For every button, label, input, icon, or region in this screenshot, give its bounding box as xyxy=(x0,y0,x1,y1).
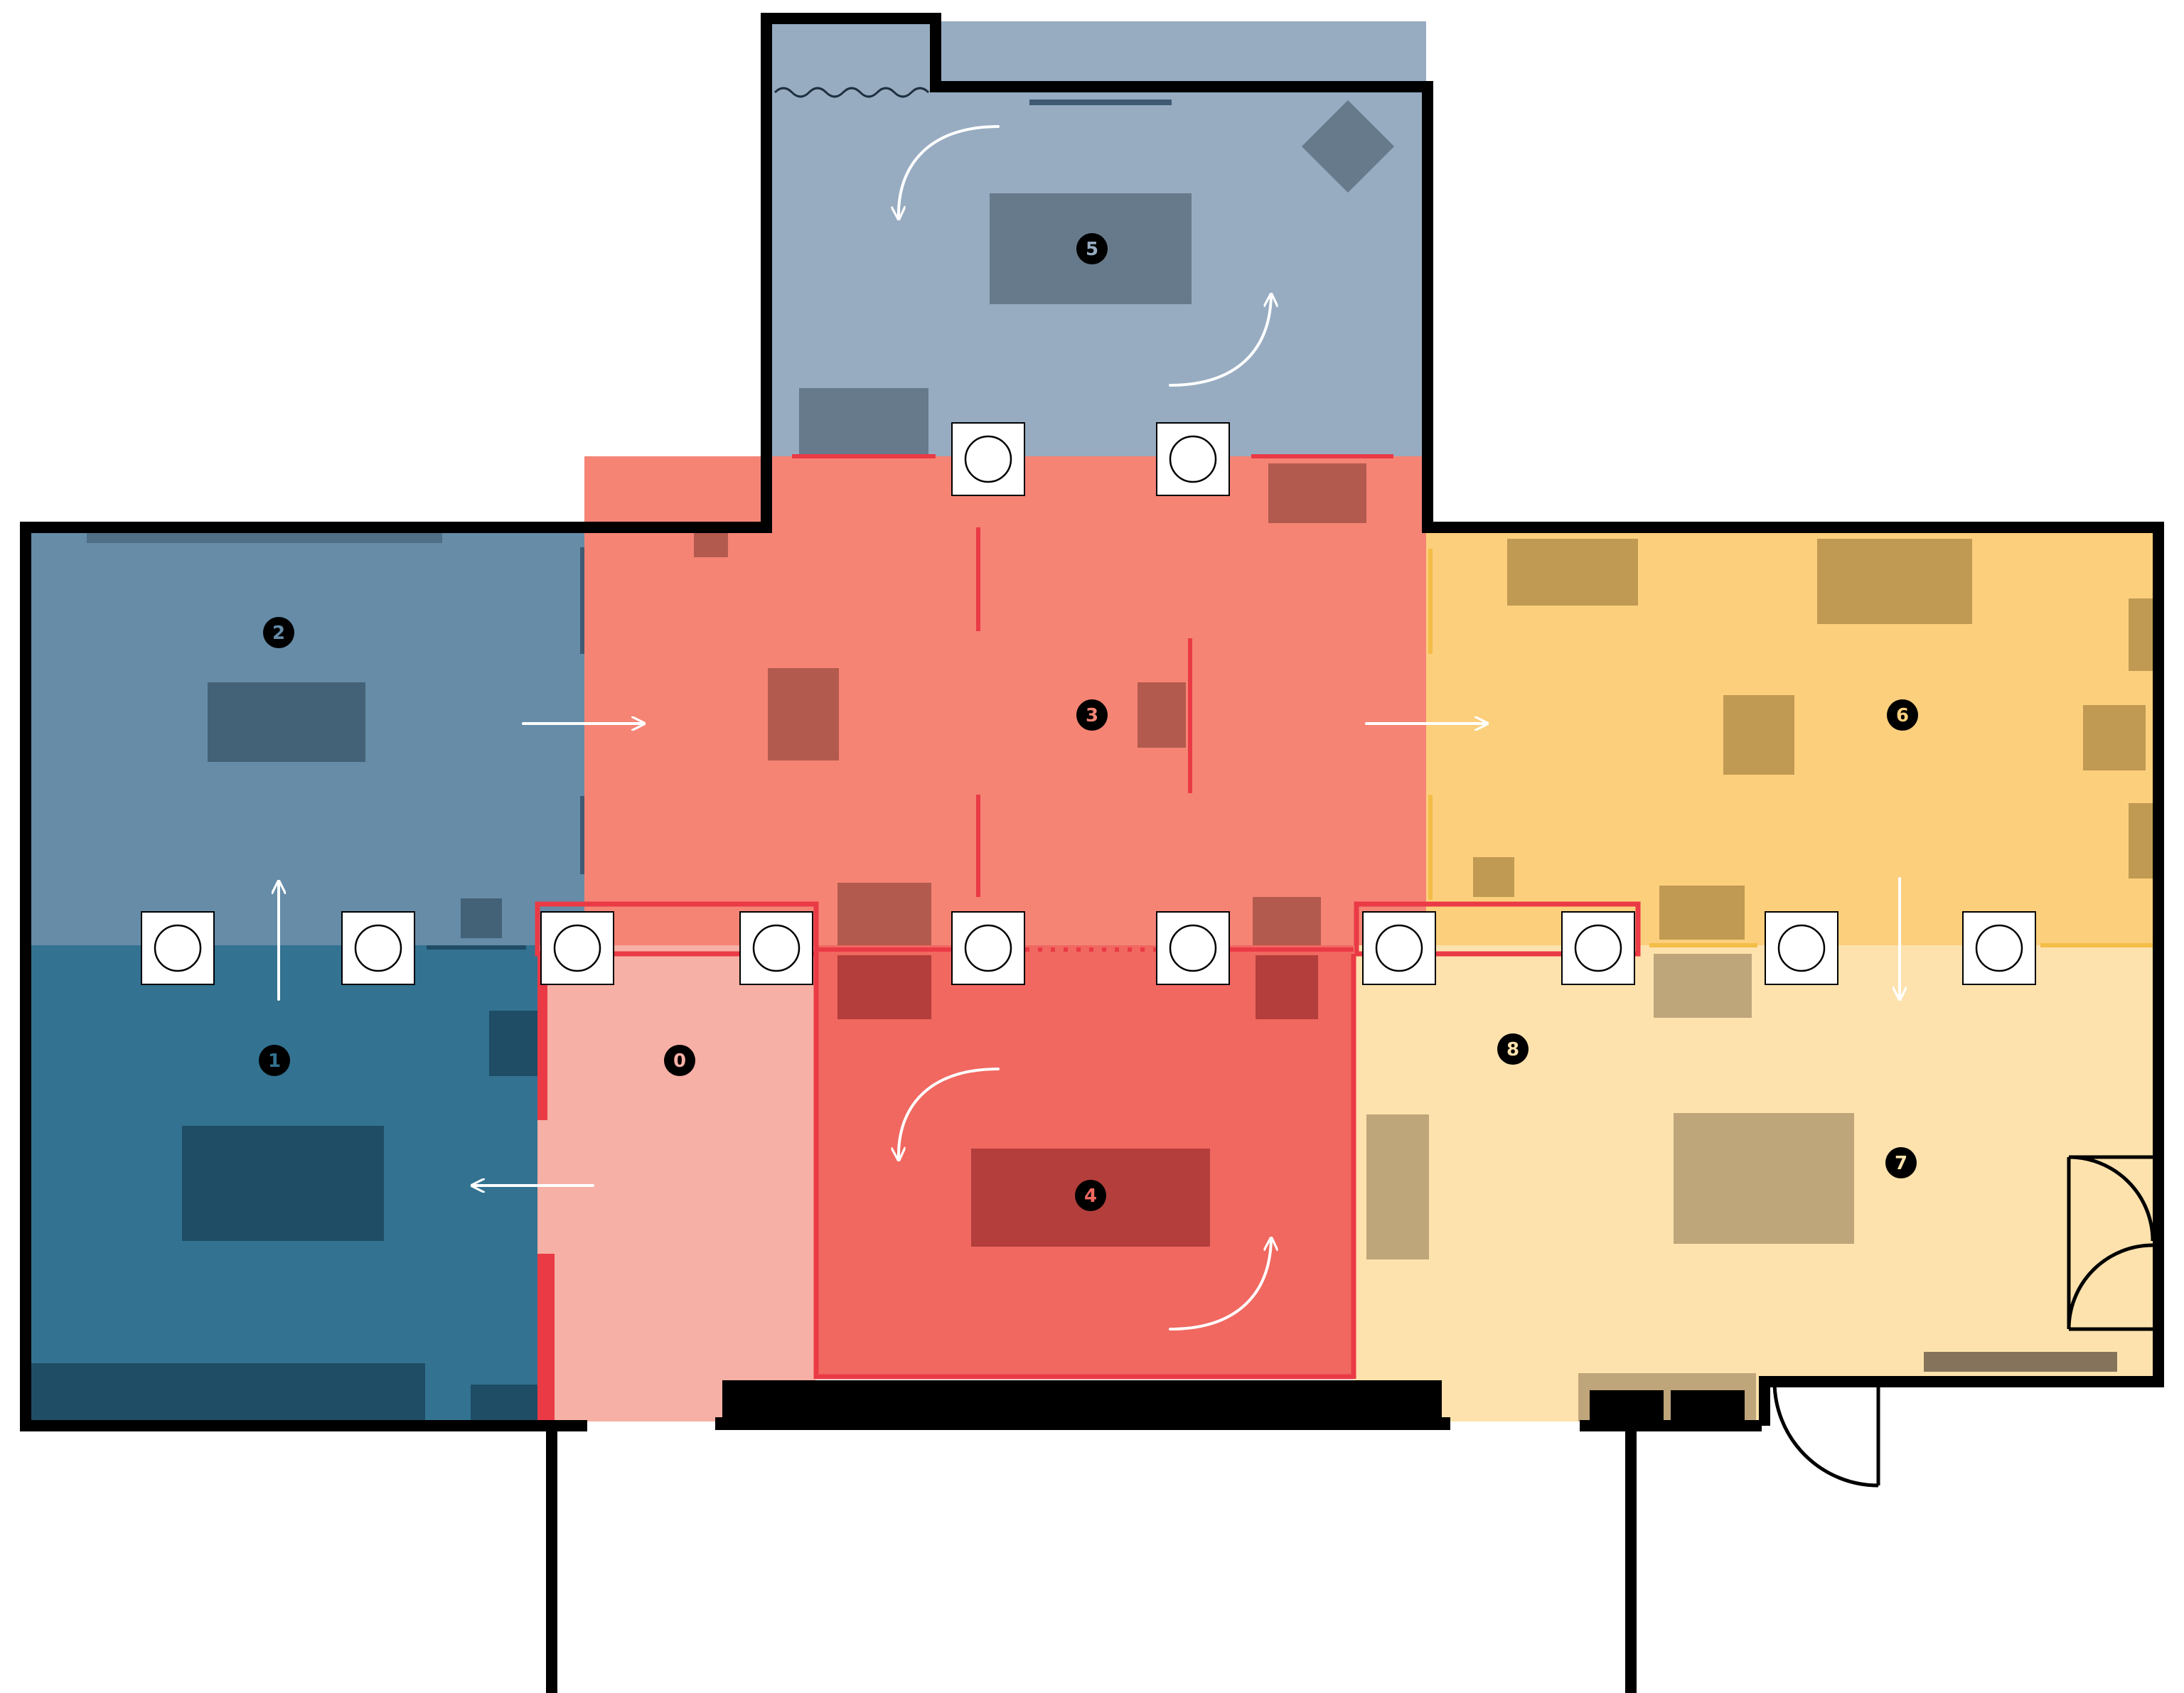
curved-arrow-icon xyxy=(899,125,1000,217)
room-label-8: 8 xyxy=(1497,1033,1529,1065)
room-0-area xyxy=(537,945,816,1421)
camera-icon xyxy=(141,911,215,985)
room-label-6: 6 xyxy=(1887,699,1918,731)
exhibit-block xyxy=(182,1126,384,1241)
wall-panel xyxy=(1029,100,1172,105)
exhibit-block xyxy=(1924,1352,2117,1372)
exhibit-block xyxy=(28,1363,425,1421)
exhibit-block xyxy=(1723,695,1794,775)
room-label-3: 3 xyxy=(1076,699,1108,731)
walls xyxy=(20,13,2164,1693)
curved-arrow-icon xyxy=(1169,296,1271,387)
curved-arrow-icon xyxy=(1169,1240,1271,1331)
exhibit-block xyxy=(799,388,928,456)
svg-text:8: 8 xyxy=(1506,1039,1519,1060)
svg-text:0: 0 xyxy=(673,1050,686,1072)
door-icon xyxy=(2067,1155,2155,1331)
exhibit-block xyxy=(1366,1114,1429,1259)
camera-icon xyxy=(1362,911,1436,985)
exhibit-block xyxy=(1473,857,1514,897)
camera-icon xyxy=(1765,911,1838,985)
wall-panel xyxy=(580,547,584,654)
wall-panel xyxy=(580,796,584,874)
exhibit-block xyxy=(1507,539,1638,606)
room-label-0: 0 xyxy=(664,1045,695,1076)
svg-text:6: 6 xyxy=(1896,705,1909,726)
stage-block xyxy=(722,1380,1442,1423)
camera-icon xyxy=(1156,911,1230,985)
exhibit-block xyxy=(1268,463,1366,523)
arrows xyxy=(279,125,1900,1331)
rooms-layer xyxy=(28,21,2153,1421)
exhibit-block xyxy=(1674,1113,1854,1244)
exhibit-block xyxy=(1817,539,1972,624)
camera-icon xyxy=(540,911,614,985)
wall-panel xyxy=(427,945,526,950)
exhibit-block xyxy=(1138,682,1186,748)
svg-text:3: 3 xyxy=(1086,705,1098,726)
room-8-border xyxy=(1354,901,1641,957)
exhibit-block xyxy=(208,682,365,762)
bench xyxy=(1671,1390,1745,1421)
exhibit-block xyxy=(471,1385,537,1421)
room-label-1: 1 xyxy=(259,1045,290,1076)
exhibit-block xyxy=(1654,954,1752,1018)
stage-base xyxy=(715,1417,1450,1430)
camera-icon xyxy=(1561,911,1635,985)
camera-icon xyxy=(951,911,1025,985)
wall-panel xyxy=(87,532,442,543)
room-label-7: 7 xyxy=(1885,1147,1917,1178)
room-label-4: 4 xyxy=(1075,1180,1106,1211)
room-5-alcove xyxy=(772,21,931,92)
exhibit-block xyxy=(1253,897,1321,945)
svg-text:7: 7 xyxy=(1895,1153,1907,1174)
exhibit-block xyxy=(1659,886,1745,940)
door-icon xyxy=(1772,1381,1880,1488)
exhibit-block xyxy=(2129,598,2153,671)
bench xyxy=(1590,1390,1664,1421)
wave-line xyxy=(774,87,930,98)
exhibit-block xyxy=(489,1011,537,1076)
exhibit-block xyxy=(2129,803,2153,878)
exhibit-block xyxy=(1256,955,1318,1019)
camera-icon xyxy=(341,911,415,985)
exhibit-block xyxy=(2083,705,2146,770)
exhibit-block xyxy=(768,668,839,760)
camera-icon xyxy=(1156,422,1230,496)
camera-icon xyxy=(1962,911,2036,985)
cameras xyxy=(141,422,2036,985)
room-0-border xyxy=(535,901,819,957)
room-label-5: 5 xyxy=(1076,233,1108,264)
partitions-yellow xyxy=(1428,549,2153,947)
exhibit-block xyxy=(694,532,728,557)
exhibit-block xyxy=(837,955,931,1019)
svg-text:4: 4 xyxy=(1084,1186,1097,1207)
outer-wall xyxy=(20,13,2164,1426)
exhibit-block xyxy=(1301,100,1395,193)
room-labels: 0 1 2 3 4 5 6 7 8 xyxy=(259,233,1918,1211)
room-label-2: 2 xyxy=(263,617,294,648)
exhibit-block xyxy=(837,883,931,945)
svg-text:2: 2 xyxy=(272,623,285,644)
svg-text:1: 1 xyxy=(268,1050,281,1072)
svg-text:5: 5 xyxy=(1086,239,1098,260)
camera-icon xyxy=(739,911,813,985)
curved-arrow-icon xyxy=(899,1068,1000,1159)
camera-icon xyxy=(951,422,1025,496)
exhibit-block xyxy=(461,898,502,938)
